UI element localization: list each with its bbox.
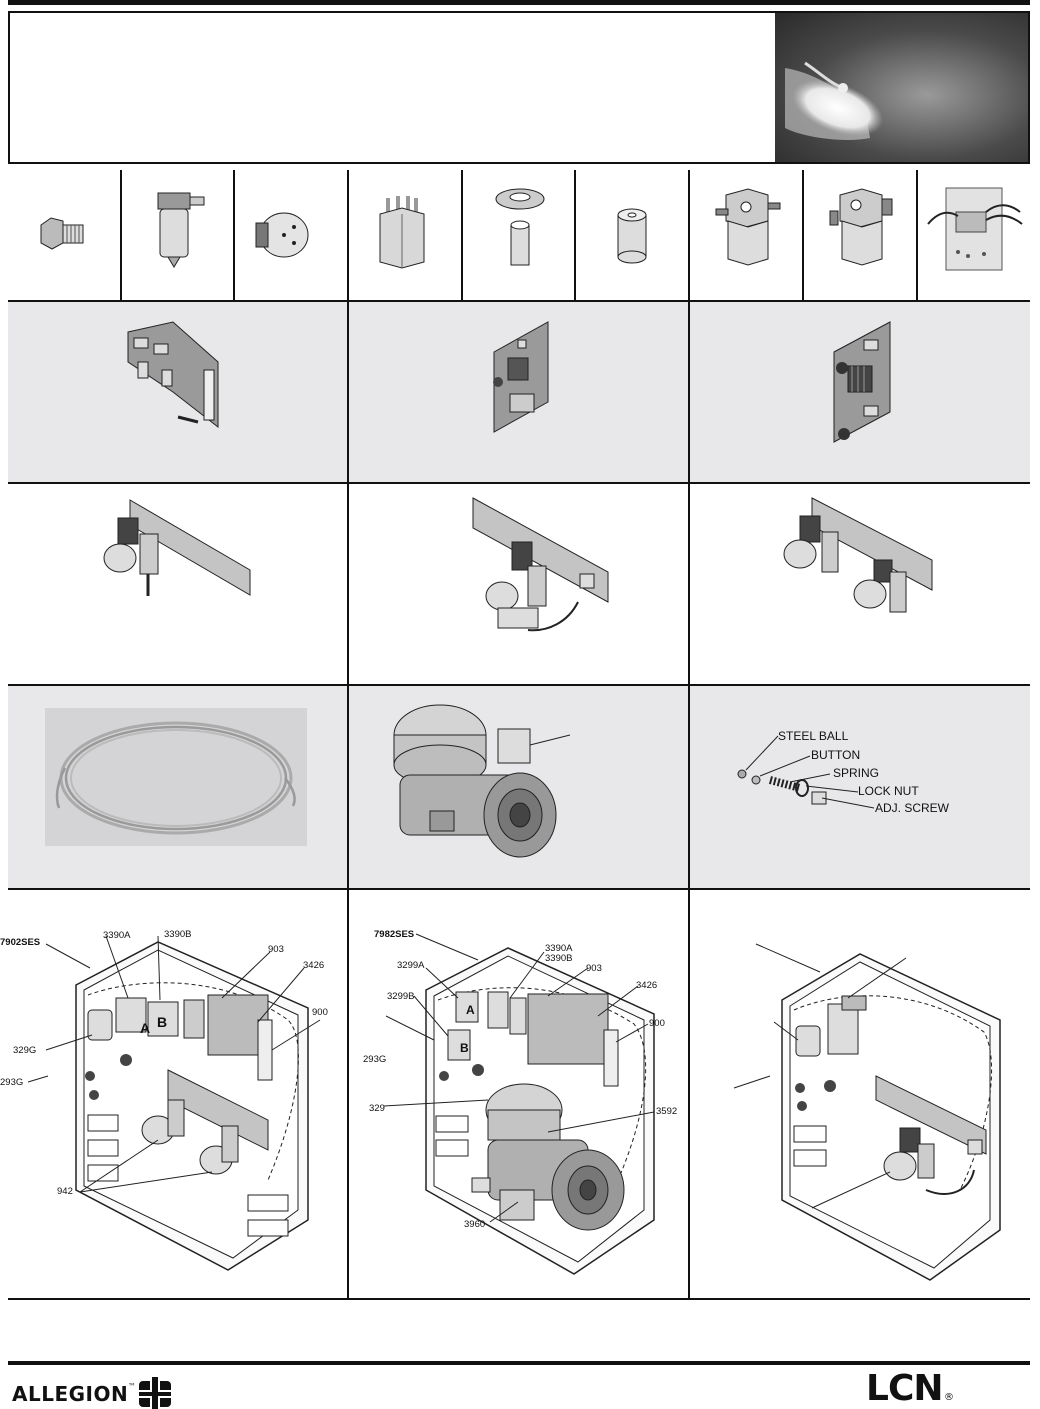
callout-903-2: 903 [586, 963, 602, 974]
valve-label-b-2: B [460, 1041, 469, 1055]
allegion-mark-icon [139, 1377, 171, 1409]
row-rule [8, 1298, 1030, 1300]
row-divider [688, 484, 690, 684]
callout-942: 942 [57, 1186, 73, 1197]
callout-3390b: 3390B [164, 929, 192, 940]
control-board-image [127, 321, 219, 429]
row-divider [688, 686, 690, 888]
row-rule [8, 888, 1030, 890]
tubing-photo [45, 708, 307, 846]
callout-3390b-2: 3390B [545, 953, 573, 964]
label-spring: SPRING [833, 766, 880, 780]
label-lock-nut: LOCK NUT [858, 784, 919, 798]
row-rule [8, 482, 1030, 484]
label-button: BUTTON [811, 748, 861, 762]
parts-divider [461, 170, 463, 300]
exhaust-image [255, 212, 309, 258]
parts-divider [347, 170, 349, 300]
row-divider [347, 484, 349, 684]
parts-divider [233, 170, 235, 300]
callout-3960: 3960 [464, 1219, 486, 1230]
diagram2-model: 7982SES [374, 929, 415, 940]
parts-divider [688, 170, 690, 300]
filter-image [157, 192, 205, 268]
fitting-image [40, 217, 84, 250]
callout-900: 900 [312, 1007, 328, 1018]
parts-divider [802, 170, 804, 300]
row-rule [8, 300, 1030, 302]
callout-3390a-2: 3390A [545, 943, 573, 954]
label-steel-ball: STEEL BALL [778, 729, 849, 743]
valve-label-a-2: A [466, 1003, 475, 1017]
row-divider [688, 302, 690, 482]
row-rule [8, 684, 1030, 686]
control-board-image [833, 321, 891, 443]
bushing-image [617, 208, 647, 264]
row-divider [347, 890, 349, 1300]
callout-293g: 293G [0, 1077, 24, 1088]
valve-label-a: A [140, 1020, 151, 1036]
row-divider [688, 890, 690, 1300]
callout-329g: 329G [13, 1045, 37, 1056]
solenoid-valve-image [829, 188, 893, 266]
parts-divider [120, 170, 122, 300]
callout-3299a: 3299A [397, 960, 425, 971]
lcn-reg: ® [944, 1392, 954, 1403]
cabinet-diagram-7982 [383, 933, 655, 1275]
parts-divider [916, 170, 918, 300]
allegion-logo-text: ALLEGION [12, 1382, 129, 1406]
callout-329: 329 [369, 1103, 385, 1114]
tubing-coil-image [55, 721, 296, 835]
seal-ring-image [495, 188, 545, 266]
callout-3299b: 3299B [387, 991, 415, 1002]
label-adj-screw: ADJ. SCREW [875, 801, 950, 815]
compressor-image [393, 704, 571, 858]
cabinet-diagram-single [733, 943, 1001, 1281]
callout-293g-2: 293G [363, 1054, 387, 1065]
header-box [8, 11, 1030, 164]
solenoid-valve-image [715, 188, 781, 266]
footer-rule [8, 1361, 1030, 1365]
allegion-tm: ™ [128, 1382, 136, 1391]
relay-image [379, 196, 425, 269]
valve-assembly-image [783, 497, 933, 613]
callout-900-2: 900 [649, 1018, 665, 1029]
adjust-hardware-image [737, 735, 875, 809]
row-divider [347, 302, 349, 482]
callout-3592: 3592 [656, 1106, 678, 1117]
row-divider [347, 686, 349, 888]
header-photo-image [785, 61, 887, 143]
callout-3426-2: 3426 [636, 980, 658, 991]
control-board-image [493, 321, 549, 433]
valve-assembly-image [103, 499, 251, 596]
board-image [927, 187, 1023, 271]
diagram1-model: 7902SES [0, 937, 41, 948]
valve-assembly-image [472, 497, 609, 632]
top-rule [8, 0, 1030, 5]
callout-903: 903 [268, 944, 284, 955]
valve-label-b: B [157, 1014, 168, 1030]
parts-divider [574, 170, 576, 300]
callout-3426: 3426 [303, 960, 325, 971]
cabinet-diagram-7902 [27, 935, 321, 1271]
callout-3390a: 3390A [103, 930, 131, 941]
header-photo [775, 13, 1028, 162]
lcn-logo-text: LCN [866, 1368, 943, 1409]
